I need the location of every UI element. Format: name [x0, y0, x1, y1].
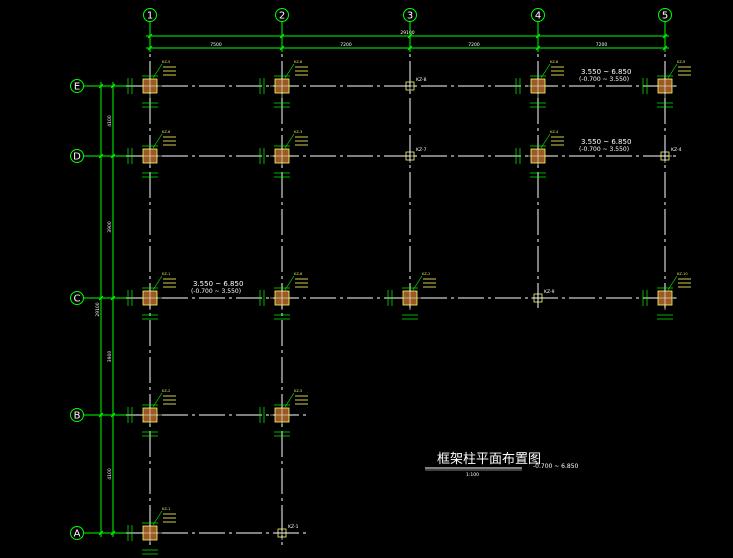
- elevation-note: 3.550 ~ 6.850(-0.700 ~ 3.550): [191, 280, 243, 295]
- axis-bubble-3: [403, 8, 417, 22]
- elevation-note: 3.550 ~ 6.850(-0.700 ~ 3.550): [579, 68, 631, 83]
- column-kz-2: KZ-2: [387, 272, 436, 320]
- axis-bubble-1: [143, 8, 157, 22]
- axis-label-C: C: [74, 294, 81, 305]
- column-kz-1: KZ-1: [275, 524, 299, 540]
- column-tag: KZ-3: [294, 130, 302, 134]
- axis-bubble-C: [70, 291, 84, 305]
- column-kz-4: KZ-4: [515, 130, 564, 178]
- axis-bubbles: 1 2 3 4 5E D C B A: [70, 8, 672, 540]
- column-kz-8: KZ-8: [259, 60, 308, 108]
- elevation-upper: 3.550 ~ 6.850: [581, 68, 631, 76]
- drawing-scale: 1:100: [466, 472, 479, 478]
- column-kz-6: KZ-6: [127, 130, 176, 178]
- column-tag: KZ-6: [294, 272, 303, 276]
- column-tag: KZ-1: [288, 524, 299, 530]
- axis-bubble-5: [658, 8, 672, 22]
- column-tag: KZ-2: [162, 389, 170, 393]
- dim-left-span: 4100: [107, 115, 113, 127]
- axis-label-2: 2: [279, 11, 285, 22]
- column-kz-1: KZ-1: [127, 272, 176, 320]
- dim-top-span: 7200: [468, 42, 480, 48]
- dimension-lines: 29100 7500 7200 7200 7200 29100 4100 3900 3900 41…: [95, 30, 669, 537]
- elevation-notes: 3.550 ~ 6.850(-0.700 ~ 3.550)3.550 ~ 6.8…: [191, 68, 631, 295]
- dim-top-span: 7200: [340, 42, 352, 48]
- elevation-lower: (-0.700 ~ 3.550): [579, 146, 629, 153]
- column-tag: KZ-4: [550, 130, 559, 134]
- column-kz-5: KZ-5: [259, 389, 308, 437]
- column-tag: KZ-5: [162, 60, 170, 64]
- column-kz-10: KZ-10: [642, 272, 691, 320]
- elevation-lower: (-0.700 ~ 3.550): [579, 76, 629, 83]
- column-tag: KZ-4: [671, 147, 682, 153]
- elevation-upper: 3.550 ~ 6.850: [193, 280, 243, 288]
- dim-top-span: 7500: [210, 42, 222, 48]
- column-tag: KZ-6: [162, 130, 171, 134]
- drawing-title: 框架柱平面布置图 1:100 -0.700 ~ 6.850: [425, 452, 579, 478]
- column-tag: KZ-8: [416, 77, 427, 83]
- column-kz-5: KZ-5: [127, 60, 176, 108]
- column-tag: KZ-8: [294, 60, 303, 64]
- elevation-lower: (-0.700 ~ 3.550): [191, 288, 241, 295]
- elevation-upper: 3.550 ~ 6.850: [581, 138, 631, 146]
- column-kz-1: KZ-1: [127, 507, 176, 555]
- dim-left-span: 3900: [107, 351, 113, 363]
- column-kz-4: KZ-4: [658, 147, 682, 163]
- dim-left-span: 3900: [107, 221, 113, 233]
- column-tag: KZ-7: [416, 147, 427, 153]
- column-kz-2: KZ-2: [127, 389, 176, 437]
- column-kz-8: KZ-8: [403, 77, 427, 93]
- drawing-title-text: 框架柱平面布置图: [437, 452, 541, 467]
- axis-label-4: 4: [535, 11, 541, 22]
- column-kz-8: KZ-8: [515, 60, 564, 108]
- axis-label-3: 3: [407, 11, 413, 22]
- elevation-note: 3.550 ~ 6.850(-0.700 ~ 3.550): [579, 138, 631, 153]
- column-tag: KZ-1: [162, 507, 170, 511]
- axis-label-5: 5: [662, 11, 668, 22]
- axis-bubble-4: [531, 8, 545, 22]
- column-tag: KZ-8: [550, 60, 559, 64]
- column-tag: KZ-2: [422, 272, 430, 276]
- column-kz-7: KZ-7: [403, 147, 427, 163]
- dim-top-span: 7200: [596, 42, 608, 48]
- axis-label-E: E: [74, 82, 80, 93]
- column-kz-9: KZ-9: [642, 60, 691, 108]
- axis-bubble-B: [70, 408, 84, 422]
- axis-bubble-E: [70, 79, 84, 93]
- axis-bubble-2: [275, 8, 289, 22]
- dim-left-total: 29100: [95, 302, 101, 316]
- column-tag: KZ-10: [677, 272, 688, 276]
- axis-bubble-D: [70, 149, 84, 163]
- column-kz-6: KZ-6: [259, 272, 308, 320]
- column-kz-9: KZ-9: [531, 289, 555, 305]
- column-tag: KZ-1: [162, 272, 170, 276]
- dim-left-span: 4100: [107, 468, 113, 480]
- column-tag: KZ-5: [294, 389, 302, 393]
- dim-top-total: 29100: [400, 30, 414, 36]
- column-kz-3: KZ-3: [259, 130, 308, 178]
- axis-label-1: 1: [147, 11, 153, 22]
- drawing-elevation: -0.700 ~ 6.850: [533, 463, 579, 470]
- axis-label-D: D: [73, 152, 81, 163]
- axis-label-B: B: [74, 411, 81, 422]
- axis-label-A: A: [74, 529, 81, 540]
- column-tag: KZ-9: [677, 60, 686, 64]
- axis-bubble-A: [70, 526, 84, 540]
- column-tag: KZ-9: [544, 289, 555, 295]
